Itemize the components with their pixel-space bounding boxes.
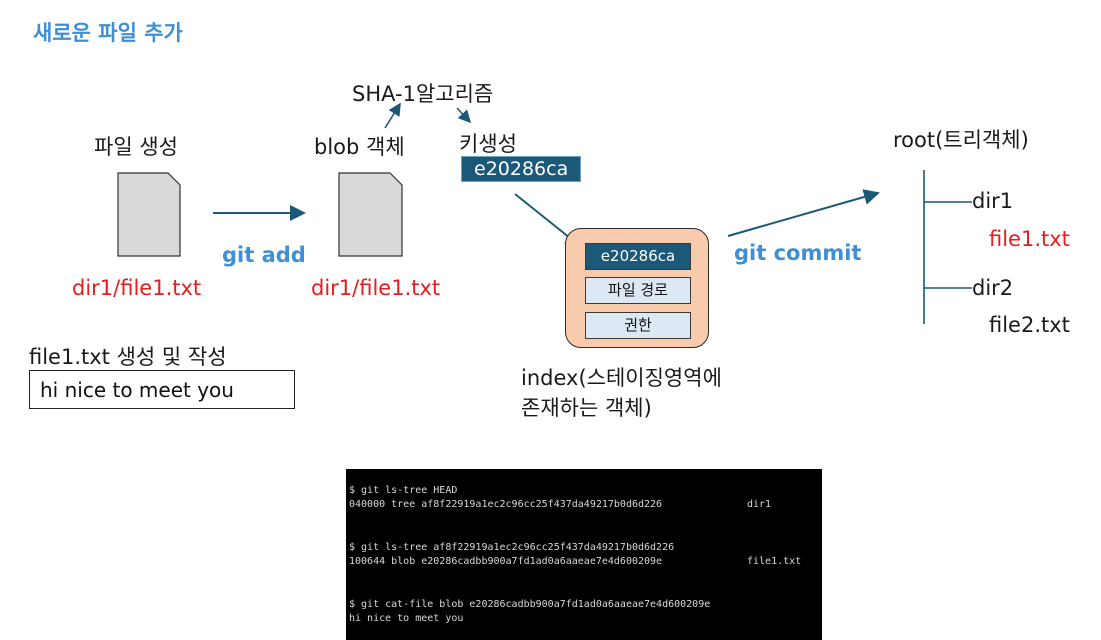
blob-path-label: dir1/file1.txt: [311, 276, 441, 300]
terminal-filename: file1.txt: [747, 556, 802, 567]
git-commit-label: git commit: [734, 241, 862, 265]
dir1-label: dir1: [972, 189, 1014, 213]
tree-file1-label: file1.txt: [989, 227, 1070, 251]
blob-document-icon: [338, 172, 403, 257]
index-path: 파일 경로: [585, 277, 691, 304]
file-content-label: file1.txt 생성 및 작성: [29, 345, 227, 369]
terminal-line: $ git cat-file blob e20286cadbb900a7fd1a…: [349, 599, 711, 610]
git-add-label: git add: [222, 243, 306, 267]
hash-badge: e20286ca: [461, 156, 582, 182]
terminal-line: hi nice to meet you: [349, 613, 464, 624]
terminal-line: $ git ls-tree HEAD: [349, 485, 458, 496]
dir2-label: dir2: [972, 276, 1014, 300]
tree-lines: [923, 170, 972, 324]
slide-title: 새로운 파일 추가: [33, 21, 183, 45]
file-path-label: dir1/file1.txt: [72, 276, 202, 300]
sha-to-key-arrow: [456, 107, 472, 124]
root-tree-label: root(트리객체): [893, 128, 1029, 152]
blob-object-label: blob 객체: [314, 135, 405, 159]
file-document-icon: [117, 172, 181, 257]
index-hash: e20286ca: [585, 243, 691, 270]
terminal-filename: dir1: [747, 499, 772, 510]
index-permission: 권한: [585, 312, 691, 339]
file-create-label: 파일 생성: [94, 135, 178, 159]
file-content-box: hi nice to meet you: [29, 370, 295, 409]
terminal-output: $ git ls-tree HEAD 040000 tree af8f22919…: [346, 469, 822, 640]
index-caption-line2: 존재하는 객체): [521, 396, 652, 420]
index-staging-box: e20286ca 파일 경로 권한: [565, 228, 709, 348]
terminal-line: $ git ls-tree af8f22919a1ec2c96cc25f437d…: [349, 542, 675, 553]
terminal-line: 100644 blob e20286cadbb900a7fd1ad0a6aaea…: [349, 556, 663, 567]
git-commit-arrow: [727, 189, 880, 237]
tree-file2-label: file2.txt: [989, 313, 1070, 337]
index-caption-line1: index(스테이징영역에: [521, 366, 722, 390]
blob-to-sha-arrow: [384, 102, 401, 129]
keygen-label: 키생성: [459, 132, 517, 156]
sha1-label: SHA-1알고리즘: [352, 82, 494, 106]
terminal-line: 040000 tree af8f22919a1ec2c96cc25f437da4…: [349, 499, 663, 510]
